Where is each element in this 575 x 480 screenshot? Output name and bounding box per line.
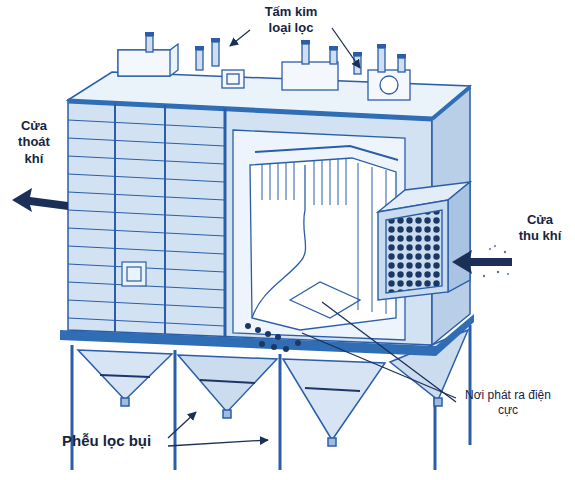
gas-inlet (378, 182, 470, 300)
part-label: Phễu lọc bụi (62, 432, 172, 451)
housing (68, 72, 470, 345)
housing-slats (68, 103, 225, 337)
part-label: Nơi phát ra điện cực (462, 388, 554, 418)
leader-lines (168, 28, 456, 446)
top-equipment (118, 32, 410, 100)
part-label: Tấm kim loại lọc (255, 4, 327, 37)
part-label: Cửa thoát khí (10, 118, 58, 167)
gas-flow-arrows (12, 188, 512, 277)
part-label: Cửa thu khí (518, 212, 562, 245)
